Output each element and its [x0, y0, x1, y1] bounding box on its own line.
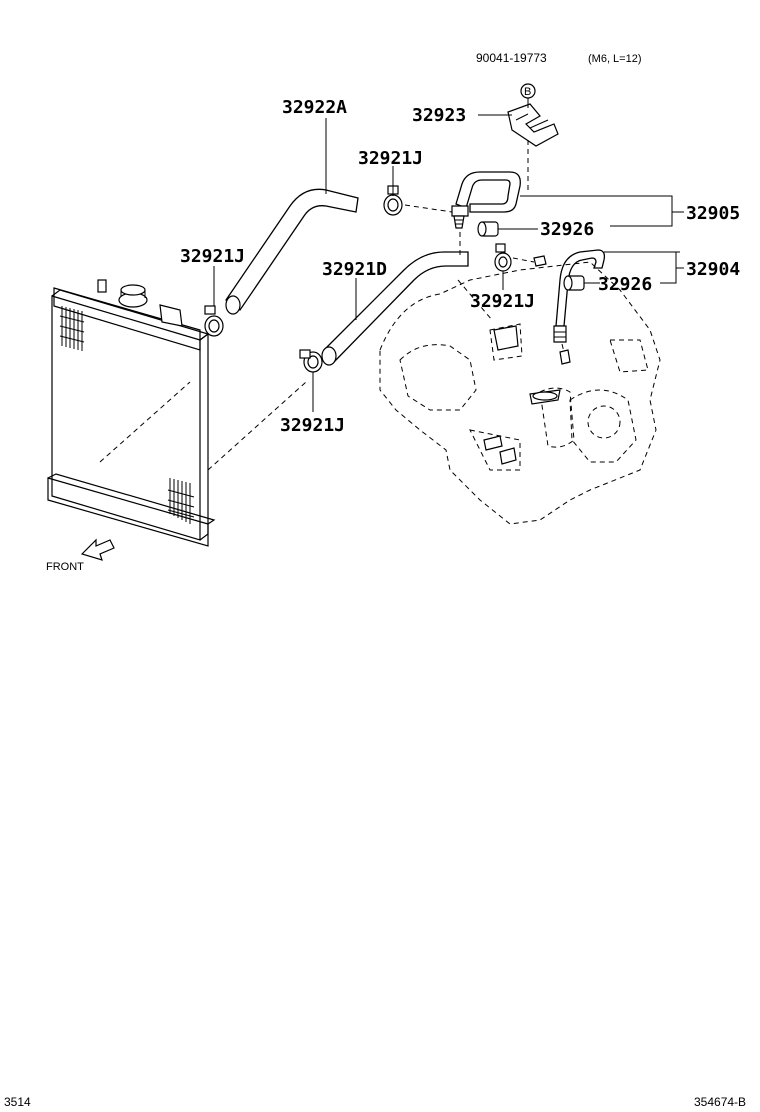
radiator — [47, 279, 307, 547]
hose-32926-upper — [477, 221, 499, 237]
engine-block-outline — [379, 261, 661, 525]
hose-32922A — [225, 188, 359, 315]
label-32921J-bottom: 32921J — [280, 415, 345, 436]
label-32923: 32923 — [412, 105, 466, 126]
label-32921J-left: 32921J — [180, 246, 245, 267]
front-label: FRONT — [46, 561, 84, 573]
hose-32921D — [321, 251, 469, 366]
front-direction-arrow: FRONT — [46, 538, 115, 573]
leader-lines — [213, 114, 684, 412]
label-32922A: 32922A — [282, 97, 347, 118]
bracket-32923: B — [507, 83, 559, 147]
label-bolt-ref: 90041-19773 — [476, 51, 547, 65]
label-bolt-spec: (M6, L=12) — [588, 53, 642, 65]
label-32905: 32905 — [686, 203, 740, 224]
hose-32926-lower — [563, 275, 585, 291]
label-32921J-top: 32921J — [358, 148, 423, 169]
label-32921J-mid: 32921J — [470, 291, 535, 312]
page-code: 3514 — [4, 1095, 31, 1109]
pipe-32905 — [451, 171, 521, 229]
drawing-code: 354674-B — [694, 1095, 746, 1109]
connection-lines — [404, 140, 680, 353]
marker-b: B — [524, 86, 531, 98]
label-32921D: 32921D — [322, 259, 387, 280]
label-32904: 32904 — [686, 259, 740, 280]
clamp-bottom — [299, 349, 323, 373]
label-32926-lower: 32926 — [598, 274, 652, 295]
label-32926-upper: 32926 — [540, 219, 594, 240]
clamp-left — [204, 305, 224, 337]
pipe-32904 — [533, 249, 606, 343]
clamp-mid — [494, 243, 512, 272]
